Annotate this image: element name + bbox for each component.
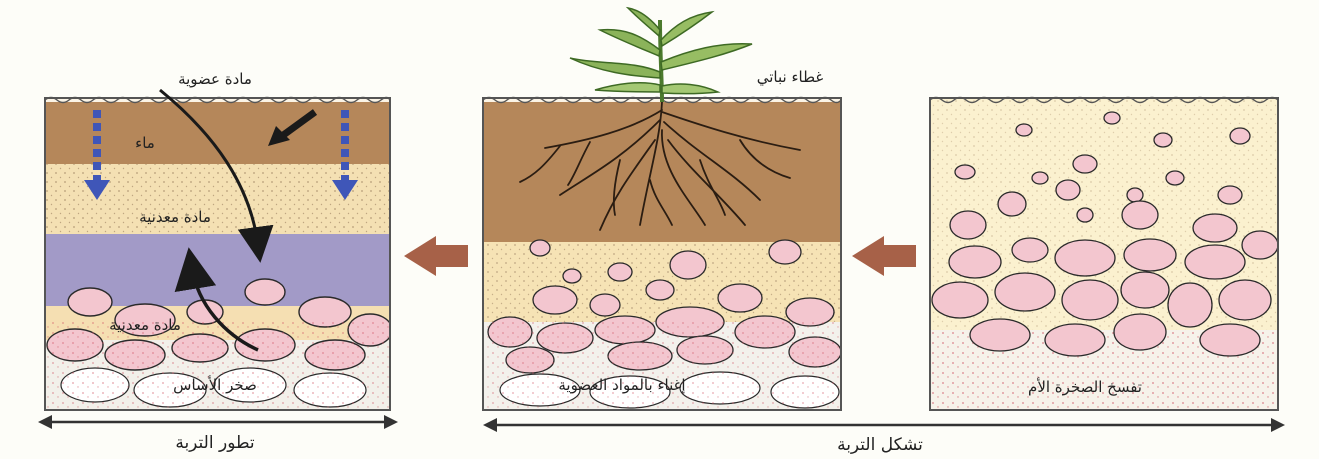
panel-plant-cover [483,98,841,410]
soil-formation-span-arrow-icon [483,418,1285,432]
label-parent-rock-breakdown: تفسخ الصخرة الأم [1028,377,1142,396]
label-organic-enrichment: إغناء بالمواد العضوية [558,376,685,394]
stage-arrow-left-icon [404,236,468,276]
label-plant-cover: غطاء نباتي [757,68,824,87]
panel-soil-evolution [45,98,392,410]
plant-icon [570,8,752,102]
label-soil-formation: تشكل التربة [837,435,923,455]
label-water: ماء [135,134,155,152]
stage-arrow-right-icon [852,236,916,276]
label-organic-matter: مادة عضوية [178,70,252,88]
label-soil-evolution: تطور التربة [175,433,255,453]
label-bedrock: صخر الأساس [173,375,257,394]
label-mineral-matter-top: مادة معدنية [139,208,211,226]
panel-parent-rock [930,98,1278,410]
soil-evolution-span-arrow-icon [38,415,398,429]
label-mineral-matter-bottom: مادة معدنية [109,316,181,334]
